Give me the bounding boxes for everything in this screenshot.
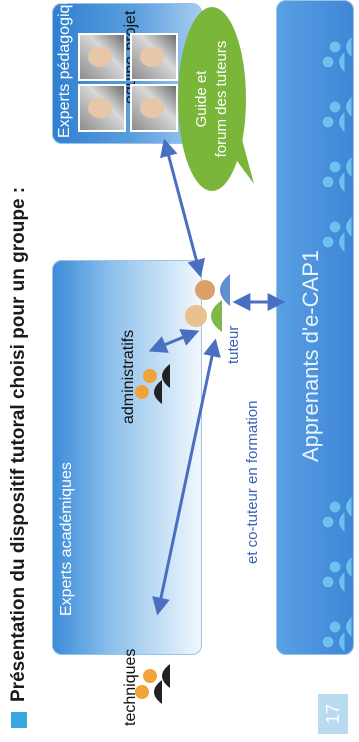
tuteur-people-icon: [185, 274, 230, 332]
arrow-techniques-tuteur: [152, 338, 221, 616]
arrow-equipe-tuteur: [159, 138, 206, 278]
apprenants-icons: [321, 35, 353, 654]
administratifs-people-icon: [135, 364, 170, 404]
techniques-people-icon: [135, 664, 170, 704]
arrow-admin-tuteur: [148, 329, 200, 353]
page-number: 17: [318, 694, 348, 734]
